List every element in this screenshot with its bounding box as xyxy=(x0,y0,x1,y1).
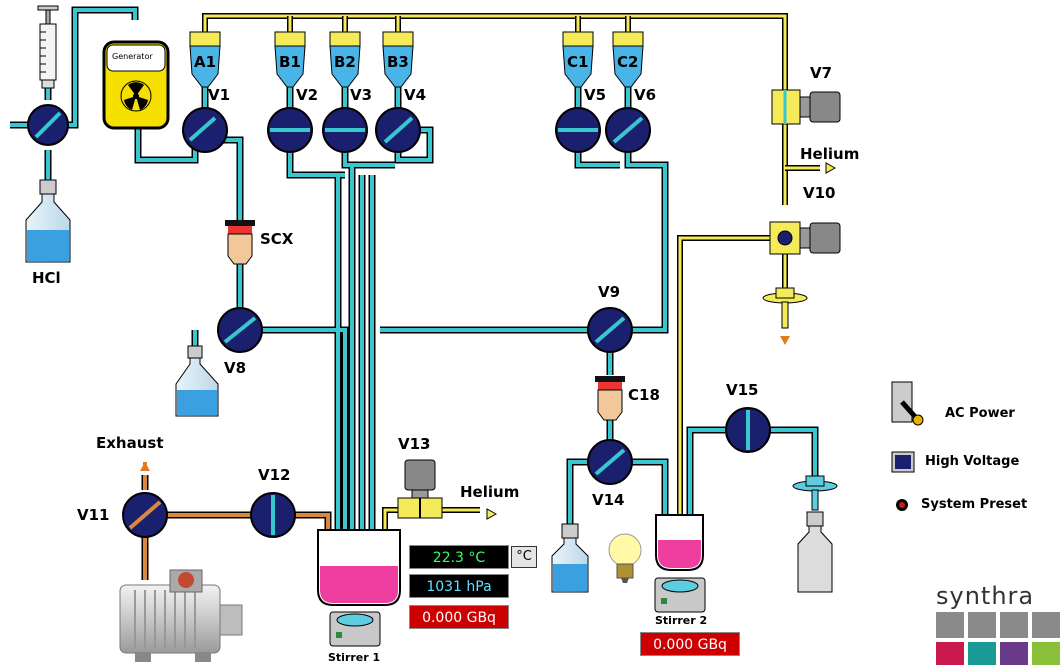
valve-label-v12: V12 xyxy=(258,466,291,484)
valve-v15[interactable] xyxy=(725,407,771,453)
lamp-icon[interactable] xyxy=(608,533,642,583)
valve-label-v1: V1 xyxy=(208,86,231,104)
c18-label: C18 xyxy=(628,386,660,404)
valve-label-v6: V6 xyxy=(634,86,657,104)
stirrer-2-icon[interactable] xyxy=(654,577,706,613)
valve-v4[interactable] xyxy=(375,107,421,153)
valve-label-v4: V4 xyxy=(404,86,427,104)
system-preset-indicator-icon[interactable] xyxy=(896,499,908,511)
ac-power-switch-icon[interactable] xyxy=(891,381,924,426)
reactor-vessel-2 xyxy=(655,514,704,571)
waste-bottle-icon xyxy=(175,345,219,417)
reactor-vessel-1 xyxy=(317,529,401,606)
stirrer-2-label: Stirrer 2 xyxy=(655,614,708,627)
high-voltage-switch-icon[interactable] xyxy=(891,451,915,473)
hcl-bottle-icon xyxy=(25,179,71,263)
scx-label: SCX xyxy=(260,230,294,248)
system-preset-label: System Preset xyxy=(921,497,1028,512)
reagent-vials xyxy=(189,31,644,88)
vent-filter-icon xyxy=(762,250,808,345)
valve-v6[interactable] xyxy=(605,107,651,153)
product-bottle-icon xyxy=(797,511,833,593)
vial-label-c1: C1 xyxy=(567,53,589,71)
syringe-icon[interactable] xyxy=(37,5,59,89)
vial-label-b3: B3 xyxy=(387,53,409,71)
valve-label-v14: V14 xyxy=(592,491,625,509)
helium-label-bottom: Helium xyxy=(460,483,520,501)
valve-v13[interactable] xyxy=(397,459,443,519)
pressure-readout: 1031 hPa xyxy=(409,574,509,598)
vial-label-a1: A1 xyxy=(194,53,217,71)
valve-v5[interactable] xyxy=(555,107,601,153)
scx-cartridge-icon xyxy=(225,220,255,265)
valve-v1[interactable] xyxy=(182,107,228,153)
activity-readout-2: 0.000 GBq xyxy=(640,632,740,656)
valve-v12[interactable] xyxy=(250,492,296,538)
vacuum-line xyxy=(140,462,332,580)
filter-icon xyxy=(792,475,838,511)
valve-label-v3: V3 xyxy=(350,86,373,104)
temperature-unit-button[interactable]: °C xyxy=(511,546,537,568)
valve-label-v11: V11 xyxy=(77,506,110,524)
valve-v10[interactable] xyxy=(769,221,841,255)
valve-label-v13: V13 xyxy=(398,435,431,453)
valve-v11[interactable] xyxy=(122,492,168,538)
valve-label-v10: V10 xyxy=(803,184,836,202)
valve-label-v5: V5 xyxy=(584,86,607,104)
stirrer-1-label: Stirrer 1 xyxy=(328,651,381,664)
generator-icon[interactable] xyxy=(102,40,170,130)
exhaust-label: Exhaust xyxy=(96,434,164,452)
valve-v9[interactable] xyxy=(587,307,633,353)
high-voltage-label: High Voltage xyxy=(925,454,1020,469)
vial-label-c2: C2 xyxy=(617,53,639,71)
hcl-label: HCl xyxy=(32,269,61,287)
stirrer-1-icon[interactable] xyxy=(329,611,381,647)
valve-v2[interactable] xyxy=(267,107,313,153)
valve-syringe[interactable] xyxy=(27,104,69,146)
valve-label-v7: V7 xyxy=(810,64,833,82)
vacuum-pump-icon[interactable] xyxy=(119,569,243,662)
generator-label: Generator xyxy=(112,52,153,61)
helium-label-top: Helium xyxy=(800,145,860,163)
valve-label-v15: V15 xyxy=(726,381,759,399)
valve-v3[interactable] xyxy=(322,107,368,153)
temperature-readout: 22.3 °C xyxy=(409,545,509,569)
valve-label-v2: V2 xyxy=(296,86,319,104)
valve-v14[interactable] xyxy=(587,439,633,485)
ac-power-label: AC Power xyxy=(945,406,1015,421)
brand-logo-text: synthra xyxy=(936,582,1035,610)
valves xyxy=(27,104,771,538)
brand-color-blocks xyxy=(936,612,1060,665)
valve-label-v9: V9 xyxy=(598,283,621,301)
valve-v8[interactable] xyxy=(217,307,263,353)
valve-v7[interactable] xyxy=(771,89,841,125)
activity-readout-1: 0.000 GBq xyxy=(409,605,509,629)
vial-label-b1: B1 xyxy=(279,53,301,71)
valve-label-v8: V8 xyxy=(224,359,247,377)
collection-bottle-icon xyxy=(551,523,589,593)
vial-label-b2: B2 xyxy=(334,53,356,71)
c18-cartridge-icon xyxy=(595,376,625,421)
